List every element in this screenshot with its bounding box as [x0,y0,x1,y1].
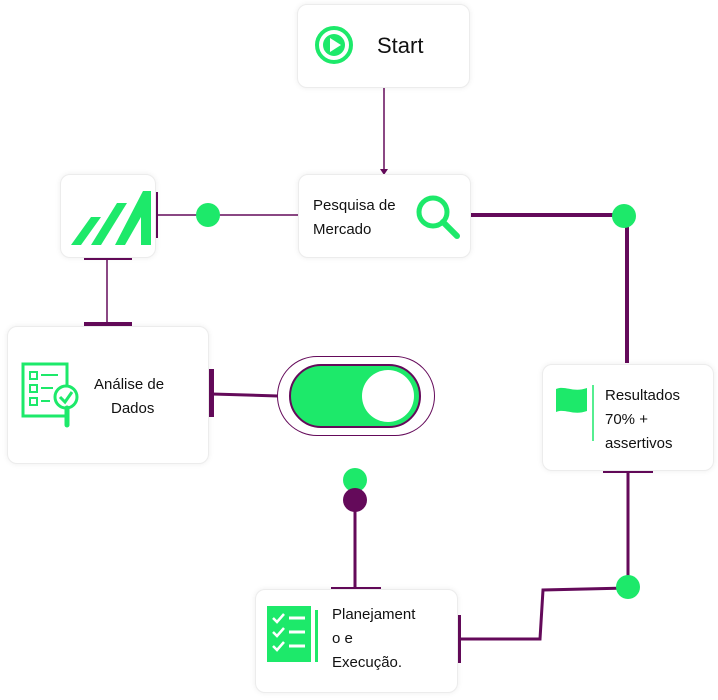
play-icon [315,26,353,64]
market-research-node[interactable]: Pesquisa de Mercado [298,174,471,258]
results-label-line3: assertivos [605,435,673,452]
connector-toggle-to-analysis [209,369,279,417]
planning-label-line3: Execução. [332,654,403,671]
results-node[interactable]: Resultados 70% + assertivos [542,364,714,471]
connector-start-to-research [380,88,388,175]
task-list-icon [267,606,318,662]
market-research-label-line1: Pesquisa de [313,197,396,214]
checklist-magnifier-icon [21,362,79,428]
market-research-label-line2: Mercado [313,221,372,238]
connector-toggle-to-planning [331,468,381,592]
planning-node[interactable]: Planejament o e Execução. [255,589,458,693]
data-analysis-label-line2: Dados [111,400,155,417]
brand-logo-icon [71,191,151,245]
connector-logo-to-research [153,192,303,238]
toggle-switch-icon [289,364,421,428]
data-analysis-node[interactable]: Análise de Dados [7,326,209,464]
data-analysis-label-line1: Análise de [94,376,165,393]
connector-logo-to-analysis [84,255,132,327]
results-label-line2: 70% + [605,411,648,428]
search-icon [416,195,460,239]
connector-results-to-planning [456,468,653,663]
planning-label-line2: o e [332,630,353,647]
logo-node[interactable] [60,174,156,258]
flag-icon [556,385,594,441]
results-label-line1: Resultados [605,387,681,404]
toggle-node[interactable] [277,356,435,436]
start-node[interactable]: Start [297,4,470,88]
connector-research-to-results [470,204,636,363]
planning-label-line1: Planejament [332,606,416,623]
start-label: Start [377,33,424,58]
